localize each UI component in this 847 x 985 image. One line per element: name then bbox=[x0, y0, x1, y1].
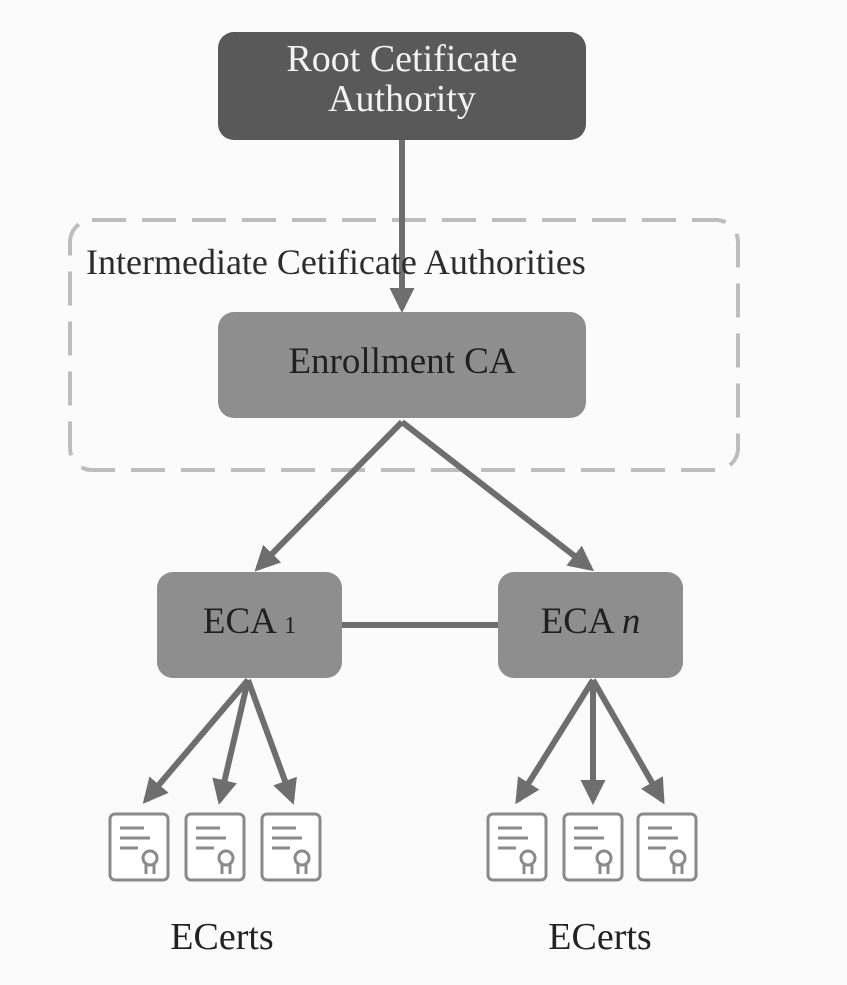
ecerts-left-label: ECerts bbox=[170, 916, 274, 958]
root-ca-label-line-2: Authority bbox=[328, 77, 476, 120]
eca-1-prefix: ECA bbox=[202, 601, 275, 642]
certificate-icon bbox=[108, 812, 170, 882]
certificate-icon bbox=[260, 812, 322, 882]
enrollment-ca-box bbox=[218, 312, 586, 418]
edge-enrollment-to-eca-n bbox=[400, 419, 594, 572]
edge-eca-n-to-ecert-1 bbox=[515, 678, 596, 805]
certificate-icon bbox=[562, 812, 624, 882]
certificate-icon bbox=[636, 812, 698, 882]
root-ca-box bbox=[218, 32, 586, 140]
eca-n-index: n bbox=[621, 601, 641, 642]
certificate-icon bbox=[184, 812, 246, 882]
eca-1-index: 1 bbox=[284, 613, 297, 639]
edge-eca-1-to-ecert-3 bbox=[245, 678, 297, 805]
eca-n-prefix: ECA bbox=[540, 601, 613, 642]
ecerts-right-label: ECerts bbox=[548, 916, 652, 958]
edge-eca-1-to-ecert-1 bbox=[142, 678, 251, 804]
intermediate-ca-group-label: Intermediate Cetificate Authorities bbox=[86, 242, 586, 282]
edge-eca-n-to-ecert-3 bbox=[590, 678, 665, 805]
enrollment-ca-label: Enrollment CA bbox=[288, 341, 516, 382]
eca-n-box bbox=[498, 572, 683, 678]
edge-eca-1-to-ecert-2 bbox=[212, 679, 251, 805]
eca-n-label: ECA n bbox=[498, 601, 683, 642]
edge-enrollment-to-eca-1 bbox=[254, 419, 405, 572]
root-ca-label: Root Cetificate Authority bbox=[218, 38, 586, 120]
root-ca-label-line-1: Root Cetificate bbox=[286, 38, 518, 80]
eca-1-box bbox=[157, 572, 342, 678]
eca-1-label: ECA 1 bbox=[157, 601, 342, 642]
certificate-icon bbox=[486, 812, 548, 882]
